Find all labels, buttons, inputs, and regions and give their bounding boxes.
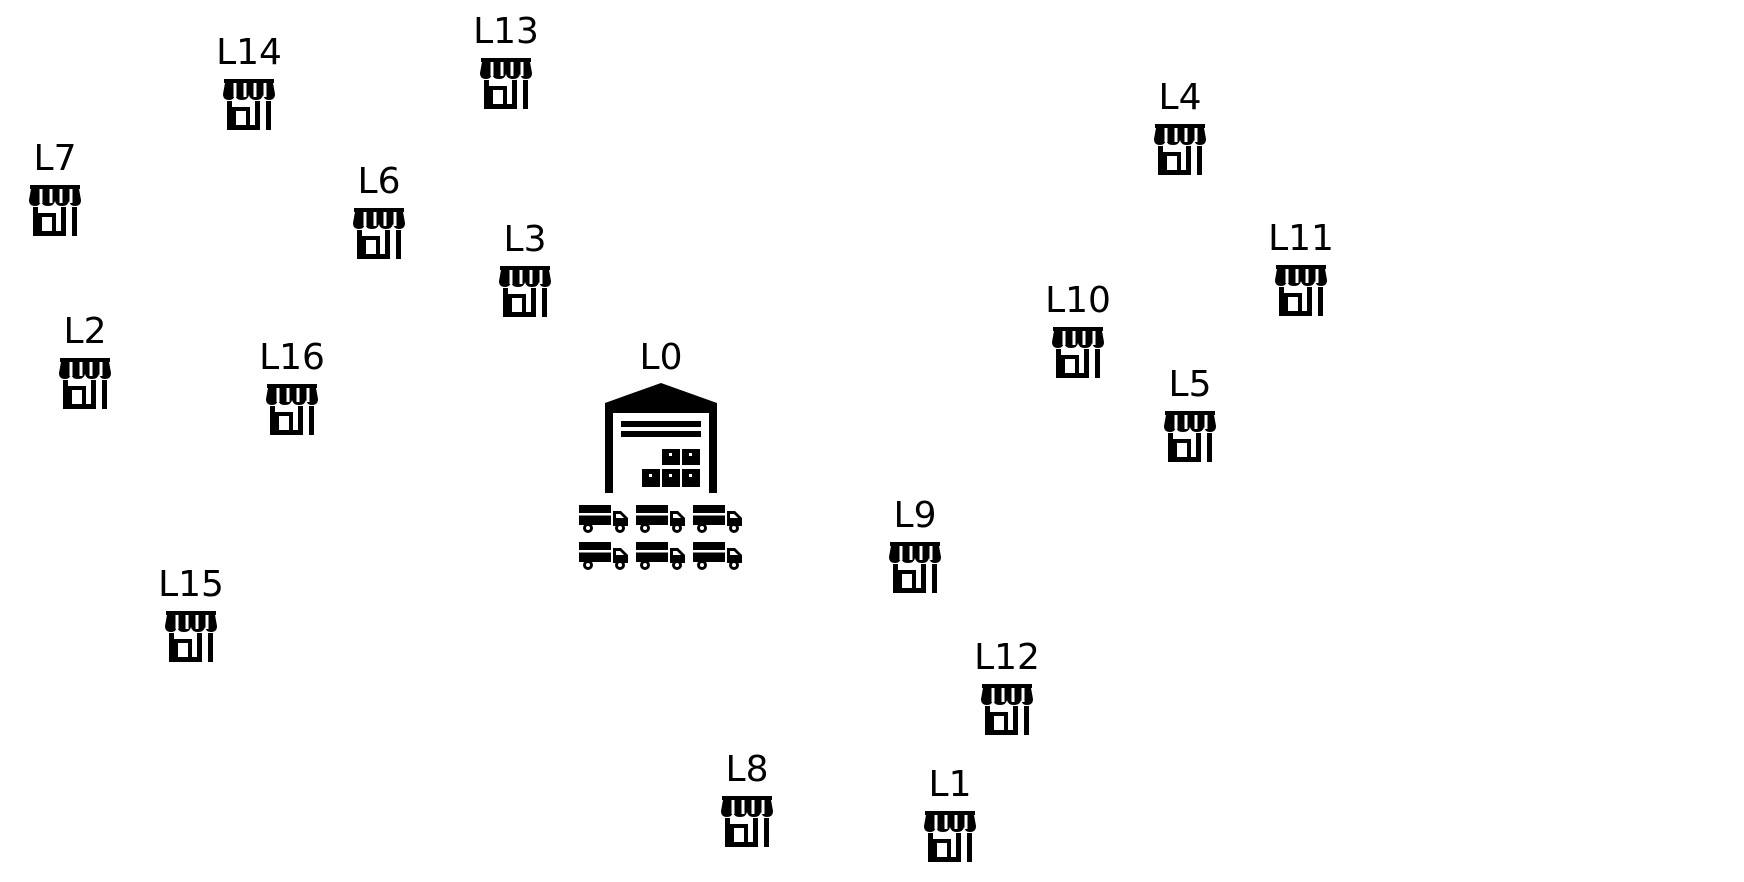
store-node-l3: L3 [499,219,551,317]
depot-label: L0 [640,337,683,378]
store-node-l10: L10 [1045,280,1111,378]
store-label: L1 [929,764,972,805]
store-icon [1052,327,1104,378]
store-icon [889,542,941,593]
truck-icon [579,542,628,570]
store-label: L12 [974,637,1040,678]
store-icon [266,384,318,435]
store-label: L14 [216,32,282,73]
truck-icon [579,505,628,533]
store-label: L15 [158,564,224,605]
store-node-l6: L6 [353,161,405,259]
store-node-l9: L9 [889,495,941,593]
store-icon [721,796,773,847]
store-node-l15: L15 [158,564,224,662]
store-icon [223,79,275,130]
store-icon [499,266,551,317]
store-icon [1154,124,1206,175]
store-icon [981,684,1033,735]
store-icon [924,811,976,862]
store-label: L13 [473,11,539,52]
store-label: L9 [894,495,937,536]
store-icon [480,58,532,109]
store-label: L6 [358,161,401,202]
truck-icon [693,542,742,570]
store-node-l13: L13 [473,11,539,109]
store-node-l7: L7 [29,138,81,236]
store-node-l2: L2 [59,311,111,409]
store-label: L5 [1169,364,1212,405]
warehouse-icon [605,383,717,493]
store-node-l11: L11 [1268,218,1334,316]
store-label: L3 [504,219,547,260]
store-node-l5: L5 [1164,364,1216,462]
store-label: L2 [64,311,107,352]
store-icon [1164,411,1216,462]
store-node-l16: L16 [259,337,325,435]
store-label: L16 [259,337,325,378]
store-node-l4: L4 [1154,77,1206,175]
store-label: L4 [1159,77,1202,118]
store-node-l12: L12 [974,637,1040,735]
store-icon [59,358,111,409]
store-label: L10 [1045,280,1111,321]
store-label: L8 [726,749,769,790]
store-icon [353,208,405,259]
truck-fleet [579,505,742,570]
truck-icon [636,542,685,570]
store-icon [29,185,81,236]
store-node-l8: L8 [721,749,773,847]
store-node-l1: L1 [924,764,976,862]
store-label: L7 [34,138,77,179]
truck-icon [693,505,742,533]
store-icon [1275,265,1327,316]
store-node-l14: L14 [216,32,282,130]
store-icon [165,611,217,662]
depot-node: L0 [579,337,742,570]
store-label: L11 [1268,218,1334,259]
truck-icon [636,505,685,533]
